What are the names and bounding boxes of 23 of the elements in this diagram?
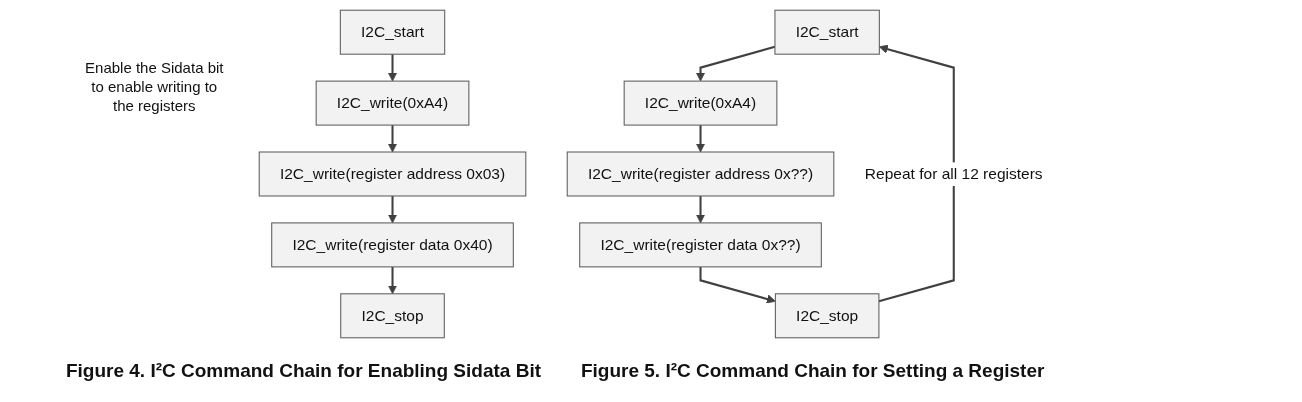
node-box: I2C_stop	[774, 293, 880, 339]
arrow	[388, 196, 398, 224]
node-box: I2C_start	[339, 9, 446, 55]
arrow	[388, 125, 398, 153]
arrow	[696, 196, 706, 224]
figure-caption: Figure 4. I²C Command Chain for Enabling Sidata Bit	[65, 360, 541, 382]
arrow	[699, 266, 776, 304]
node-box: I2C_write(0xA4)	[623, 80, 778, 126]
arrow	[388, 266, 398, 295]
arrow	[696, 125, 706, 153]
node-box: I2C_write(0xA4)	[315, 80, 470, 126]
node-box: I2C_stop	[340, 293, 445, 339]
arrow	[388, 54, 398, 82]
figure-caption: Figure 5. I²C Command Chain for Setting a Register	[580, 360, 1045, 382]
annotation-text: Enable the Sidata bit to enable writing to the registers	[84, 58, 225, 116]
edge-label: Repeat for all 12 registers	[864, 164, 1043, 183]
arrow	[696, 45, 776, 82]
node-box: I2C_write(register data 0x??)	[579, 222, 822, 268]
node-box: I2C_start	[774, 9, 880, 55]
node-box: I2C_write(register address 0x03)	[258, 151, 527, 197]
node-box: I2C_write(register address 0x??)	[566, 151, 835, 197]
arrow	[878, 44, 955, 303]
node-box: I2C_write(register data 0x40)	[271, 222, 514, 268]
